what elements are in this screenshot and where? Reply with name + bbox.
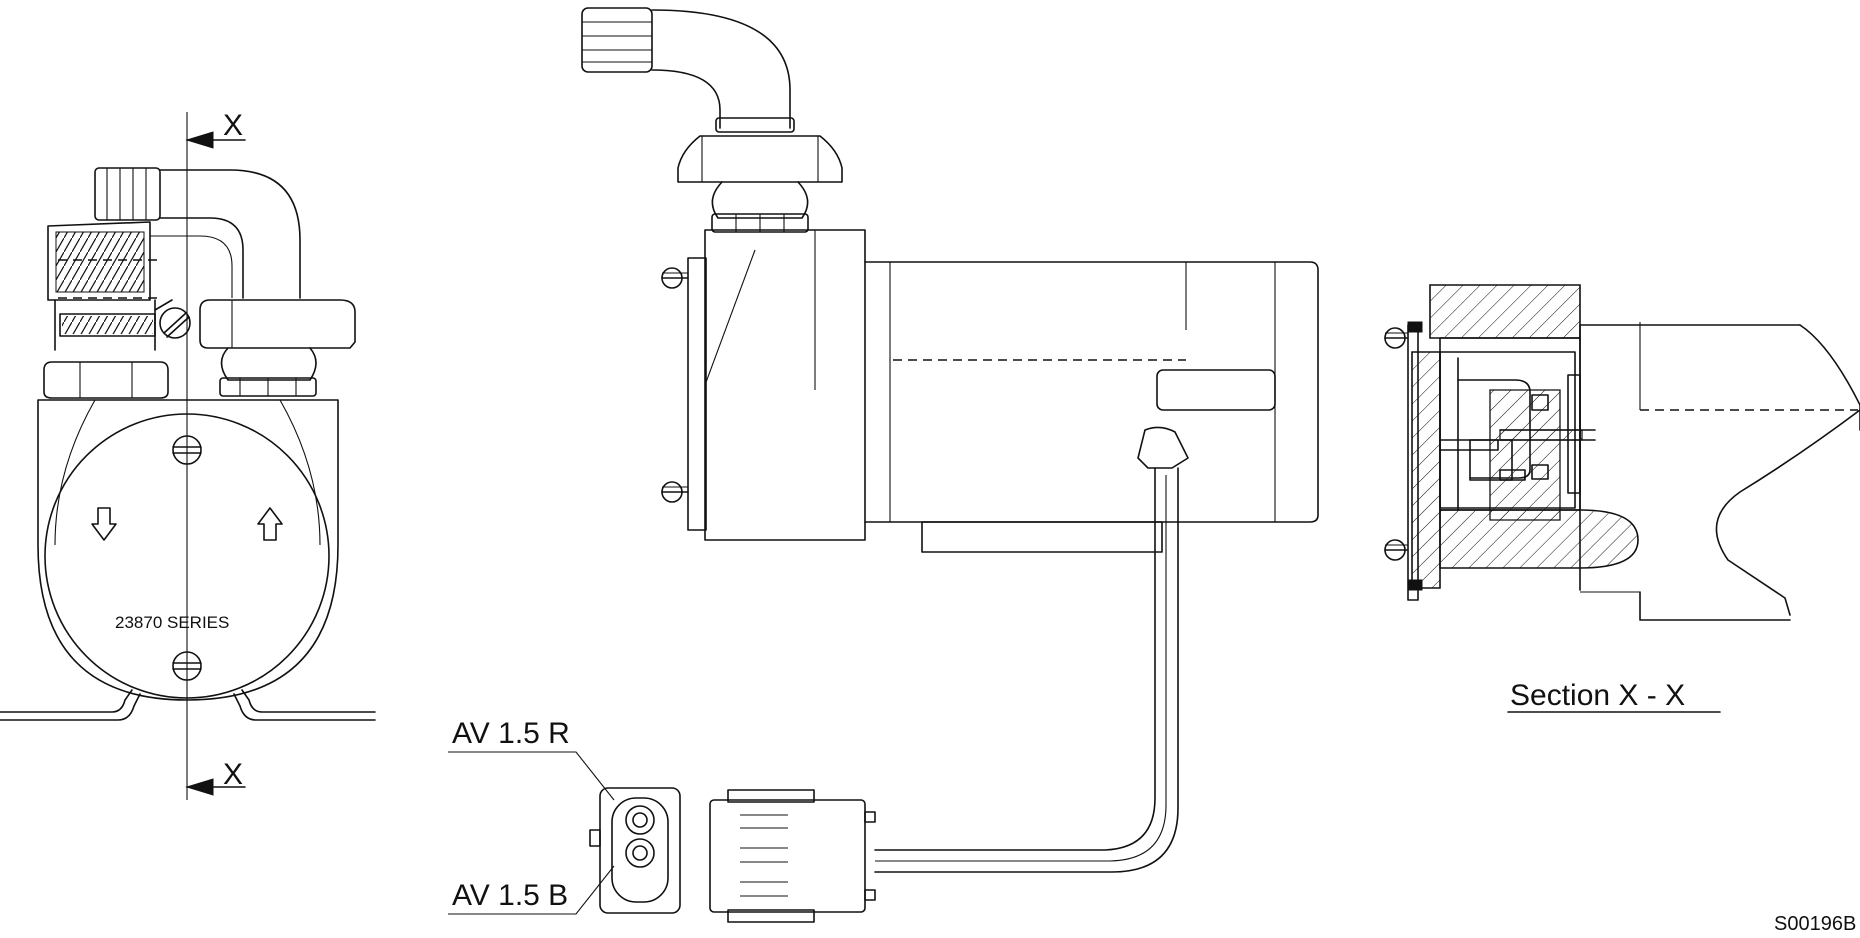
drawing-code: S00196B: [1774, 913, 1856, 935]
section-view: Section X - X: [1384, 284, 1860, 713]
section-title: Section X - X: [1510, 679, 1685, 712]
outlet-connector: [677, 135, 843, 233]
front-pump-housing: 23870 SERIES: [37, 399, 339, 701]
flow-down-arrow-icon: [91, 507, 117, 541]
section-mark-top: X: [223, 109, 243, 142]
outlet-nut: [199, 299, 356, 397]
front-hose-fitting: [94, 167, 301, 299]
flow-up-arrow-icon: [257, 507, 283, 541]
series-label: 23870 SERIES: [115, 613, 229, 632]
wire-blue-label: AV 1.5 B: [452, 879, 568, 912]
power-cable: [874, 426, 1189, 873]
section-arrow-bottom: [185, 778, 246, 796]
section-top-screw: [1384, 321, 1423, 349]
elbow-hose: [581, 7, 795, 133]
wire-red-leader: [448, 751, 615, 801]
section-mark-bottom: X: [223, 758, 243, 791]
spring-clamp: [47, 221, 160, 351]
wire-red-label: AV 1.5 R: [452, 717, 570, 750]
section-arrow-top: [185, 131, 246, 149]
top-screw: [172, 435, 202, 465]
pump-head: [661, 229, 866, 541]
wire-blue-leader: [448, 865, 615, 915]
bottom-screw: [172, 651, 202, 681]
front-view: X X: [0, 109, 376, 800]
section-housing: [1407, 284, 1639, 601]
socket-end-view: [589, 787, 681, 914]
inlet-nut: [43, 361, 169, 399]
plug-connector: [709, 789, 876, 923]
section-interior: [1439, 351, 1596, 511]
side-view: AV 1.5 R AV 1.5 B: [448, 7, 1319, 923]
section-bottom-screw: [1384, 539, 1423, 591]
side-top-screw: [661, 267, 689, 289]
side-bottom-screw: [661, 481, 689, 503]
motor-body: [864, 261, 1319, 553]
clamp-screw: [154, 299, 191, 339]
mounting-feet: [0, 689, 376, 721]
section-motor-body: [1579, 322, 1860, 621]
